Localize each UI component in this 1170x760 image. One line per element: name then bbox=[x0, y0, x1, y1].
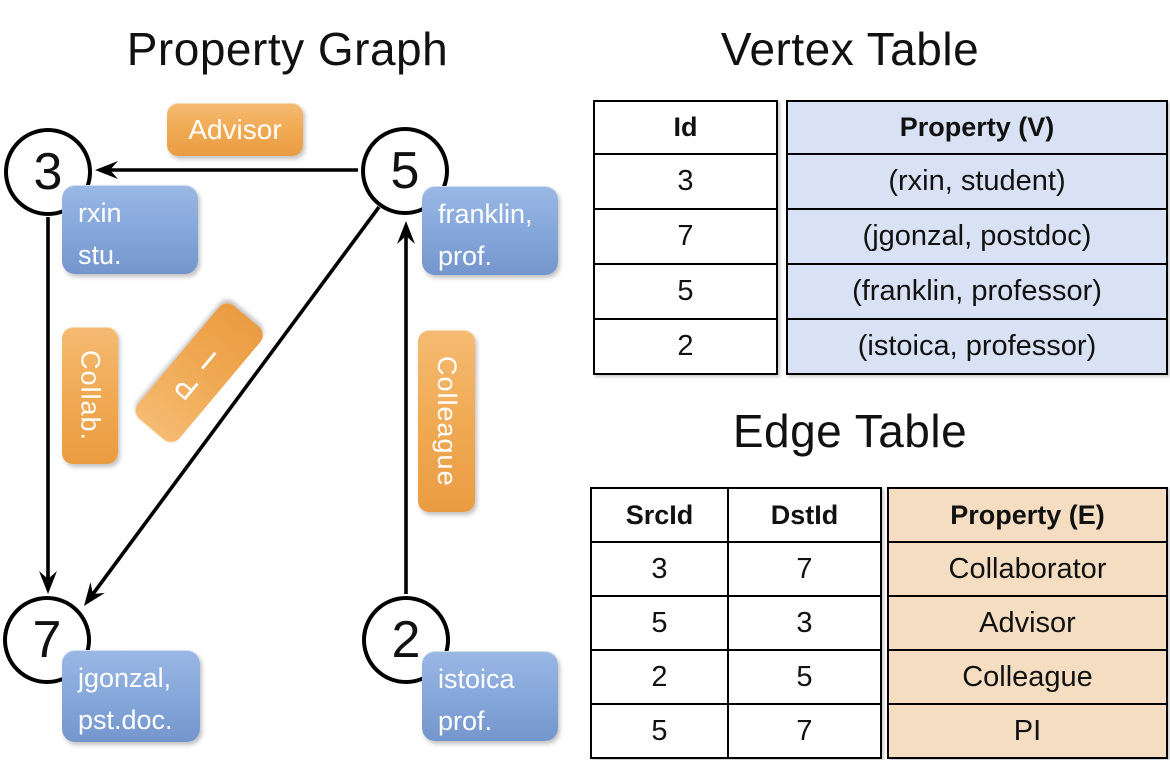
vertex-property-cell: (rxin, student) bbox=[786, 153, 1168, 210]
vertex-property-line: rxin bbox=[78, 198, 122, 228]
node-3-id: 3 bbox=[33, 143, 63, 201]
node-2-id: 2 bbox=[391, 611, 421, 669]
node-2: 2 bbox=[362, 596, 450, 684]
property-graph-pane: Property Graph 3 5 7 bbox=[3, 23, 558, 742]
edge-table-header-property: Property (E) bbox=[887, 487, 1168, 543]
table-row: 3 7 bbox=[590, 541, 882, 597]
table-row: (istoica, professor) bbox=[786, 318, 1168, 375]
edge-property-cell: Advisor bbox=[887, 595, 1168, 651]
vertex-property-line: prof. bbox=[438, 705, 493, 736]
edge-table-header-srcid: SrcId bbox=[590, 487, 729, 543]
table-row: Colleague bbox=[887, 649, 1168, 705]
edge-srcid-cell: 5 bbox=[590, 595, 729, 651]
vertex-table-header-property: Property (V) bbox=[786, 100, 1168, 155]
table-row: Collaborator bbox=[887, 541, 1168, 597]
vertex-property-cell: (franklin, professor) bbox=[786, 263, 1168, 320]
edge-label-collab-text: Collab. bbox=[75, 349, 106, 442]
table-row: (rxin, student) bbox=[786, 153, 1168, 210]
vertex-property-line: prof. bbox=[438, 240, 493, 271]
vertex-property-line: stu. bbox=[78, 239, 122, 270]
vertex-id-cell: 3 bbox=[593, 153, 778, 210]
edge-table-property-column: Property (E) Collaborator Advisor Collea… bbox=[887, 487, 1168, 759]
edge-property-cell: PI bbox=[887, 703, 1168, 759]
edge-table-title: Edge Table bbox=[732, 405, 968, 457]
edge-label-advisor: Advisor bbox=[167, 103, 303, 156]
edge-property-cell: Collaborator bbox=[887, 541, 1168, 597]
edge-dstid-cell: 7 bbox=[727, 703, 882, 759]
tables-pane: Vertex Table Id 3 7 5 2 Property (V) (rx… bbox=[585, 0, 1170, 760]
node-5-id: 5 bbox=[390, 142, 420, 200]
edge-table-id-columns: SrcId DstId 3 7 5 3 2 5 5 7 bbox=[590, 487, 882, 759]
table-row: 7 bbox=[593, 208, 778, 265]
vertex-property-line: pst.doc. bbox=[78, 704, 173, 735]
vertex-table-id-column: Id 3 7 5 2 bbox=[593, 100, 778, 375]
arrowhead-into-node-3 bbox=[95, 161, 118, 179]
property-graph-title: Property Graph bbox=[126, 23, 449, 75]
table-row: 3 bbox=[593, 153, 778, 210]
vertex-table-title: Vertex Table bbox=[720, 23, 980, 75]
table-row: Advisor bbox=[887, 595, 1168, 651]
table-row: 5 bbox=[593, 263, 778, 320]
table-row: 5 3 bbox=[590, 595, 882, 651]
node-7-id: 7 bbox=[32, 611, 62, 669]
vertex-table-header-id: Id bbox=[593, 100, 778, 155]
edge-label-advisor-text: Advisor bbox=[188, 113, 282, 145]
vertex-property-box-istoica: istoica prof. bbox=[422, 651, 558, 741]
arrowhead-into-node-7-from-3 bbox=[39, 571, 57, 594]
arrowhead-into-node-7-from-5 bbox=[84, 582, 105, 606]
table-row: 5 7 bbox=[590, 703, 882, 759]
vertex-property-line: istoica bbox=[438, 664, 515, 694]
vertex-property-cell: (jgonzal, postdoc) bbox=[786, 208, 1168, 265]
vertex-property-box-franklin: franklin, prof. bbox=[422, 186, 558, 275]
vertex-table-property-column: Property (V) (rxin, student) (jgonzal, p… bbox=[786, 100, 1168, 375]
vertex-property-box-jgonzal: jgonzal, pst.doc. bbox=[62, 650, 200, 742]
edge-table-header-dstid: DstId bbox=[727, 487, 882, 543]
table-row: 2 5 bbox=[590, 649, 882, 705]
vertex-id-cell: 2 bbox=[593, 318, 778, 375]
edge-dstid-cell: 3 bbox=[727, 595, 882, 651]
table-row: (franklin, professor) bbox=[786, 263, 1168, 320]
table-row: PI bbox=[887, 703, 1168, 759]
graph-edges-layer bbox=[39, 161, 415, 606]
edge-property-cell: Colleague bbox=[887, 649, 1168, 705]
edge-label-colleague: Colleague bbox=[418, 330, 475, 512]
vertex-property-box-rxin: rxin stu. bbox=[62, 185, 198, 274]
edge-dstid-cell: 5 bbox=[727, 649, 882, 705]
edge-dstid-cell: 7 bbox=[727, 541, 882, 597]
edge-label-collab: Collab. bbox=[62, 327, 118, 464]
vertex-id-cell: 5 bbox=[593, 263, 778, 320]
table-row: (jgonzal, postdoc) bbox=[786, 208, 1168, 265]
edge-srcid-cell: 5 bbox=[590, 703, 729, 759]
table-row: 2 bbox=[593, 318, 778, 375]
edge-srcid-cell: 2 bbox=[590, 649, 729, 705]
edge-srcid-cell: 3 bbox=[590, 541, 729, 597]
arrowhead-into-node-5 bbox=[397, 221, 415, 244]
vertex-id-cell: 7 bbox=[593, 208, 778, 265]
vertex-property-line: franklin, bbox=[438, 199, 533, 229]
vertex-property-line: jgonzal, bbox=[78, 663, 172, 693]
edge-5-7-pi-line bbox=[88, 205, 381, 600]
edge-label-colleague-text: Colleague bbox=[432, 355, 462, 487]
vertex-property-cell: (istoica, professor) bbox=[786, 318, 1168, 375]
